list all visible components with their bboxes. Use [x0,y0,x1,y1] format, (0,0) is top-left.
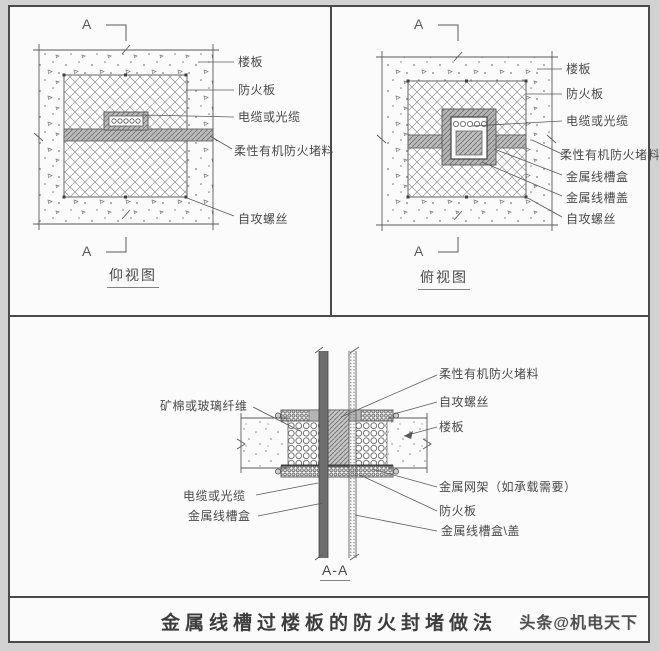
panel-top-view: A A 楼板 防火板 电缆或光缆 柔性有机防火堵料 金属线槽盒 金属线槽盖 自攻… [332,7,660,315]
label-fire-board: 防火板 [439,504,477,518]
section-letter-top: A [414,16,424,32]
drawing-title: 金属线槽过楼板的防火封堵做法 [160,613,497,634]
section-letter-bottom: A [82,243,92,259]
label-floor-slab: 楼板 [566,62,592,76]
label-fire-board: 防火板 [238,83,276,97]
label-screw: 自攻螺丝 [439,395,490,409]
vertical-divider [330,7,332,315]
leader-lines [471,68,563,218]
label-cable: 电缆或光缆 [238,110,301,124]
panel-bottom-view: A A 楼板 防火板 电缆或光缆 柔性有机防火堵料 自攻螺丝 仰视图 [10,7,334,315]
panel-section-aa: 矿棉或玻璃纤维 电缆或光缆 金属线槽盒 柔性有机防火堵料 自攻螺丝 楼板 金属网… [10,317,648,596]
caption-top-view: 俯视图 [418,267,470,290]
watermark: 头条@机电天下 [519,615,638,632]
top-view-drawing [376,24,563,253]
label-floor-slab: 楼板 [238,55,264,69]
label-metal-mesh: 金属网架（如承载需要） [439,480,577,494]
drawing-frame: A A 楼板 防火板 电缆或光缆 柔性有机防火堵料 自攻螺丝 仰视图 [8,5,660,643]
caption-bottom-view: 仰视图 [107,265,159,288]
horizontal-divider-title [10,596,648,598]
label-trough-box: 金属线槽盒 [188,509,251,523]
label-trough-box: 金属线槽盒 [566,170,629,184]
label-floor-slab: 楼板 [439,420,465,434]
label-mineral-wool: 矿棉或玻璃纤维 [160,399,248,413]
label-cable: 电缆或光缆 [183,489,246,503]
label-sealant: 柔性有机防火堵料 [439,367,540,381]
horizontal-divider-top [10,315,648,317]
screws [62,73,188,199]
sealant-strip [63,128,214,142]
label-sealant: 柔性有机防火堵料 [234,144,335,158]
section-letter-bottom: A [414,243,424,259]
label-sealant: 柔性有机防火堵料 [560,148,660,162]
label-trough-cover: 金属线槽盖 [566,191,629,205]
slab-right [388,413,432,473]
label-cable: 电缆或光缆 [566,114,629,128]
section-cut-marks [438,24,459,253]
section-drawing [236,346,438,561]
section-letter-top: A [82,16,92,32]
cable-trough-vertical [314,346,360,561]
label-trough-box-cover: 金属线槽盒\盖 [441,524,520,538]
leader-lines [142,61,235,217]
section-cut-marks [106,24,127,253]
caption-section-aa: A-A [320,562,351,581]
label-fire-board: 防火板 [566,87,604,101]
cable-tray-top [103,111,149,131]
bottom-view-drawing [33,24,235,253]
metal-trough-box [441,108,497,166]
label-screw: 自攻螺丝 [238,212,289,226]
arrowhead [404,431,413,439]
title-bar: 金属线槽过楼板的防火封堵做法 头条@机电天下 [10,598,648,641]
label-screw: 自攻螺丝 [566,212,617,226]
slab-left [236,413,288,473]
